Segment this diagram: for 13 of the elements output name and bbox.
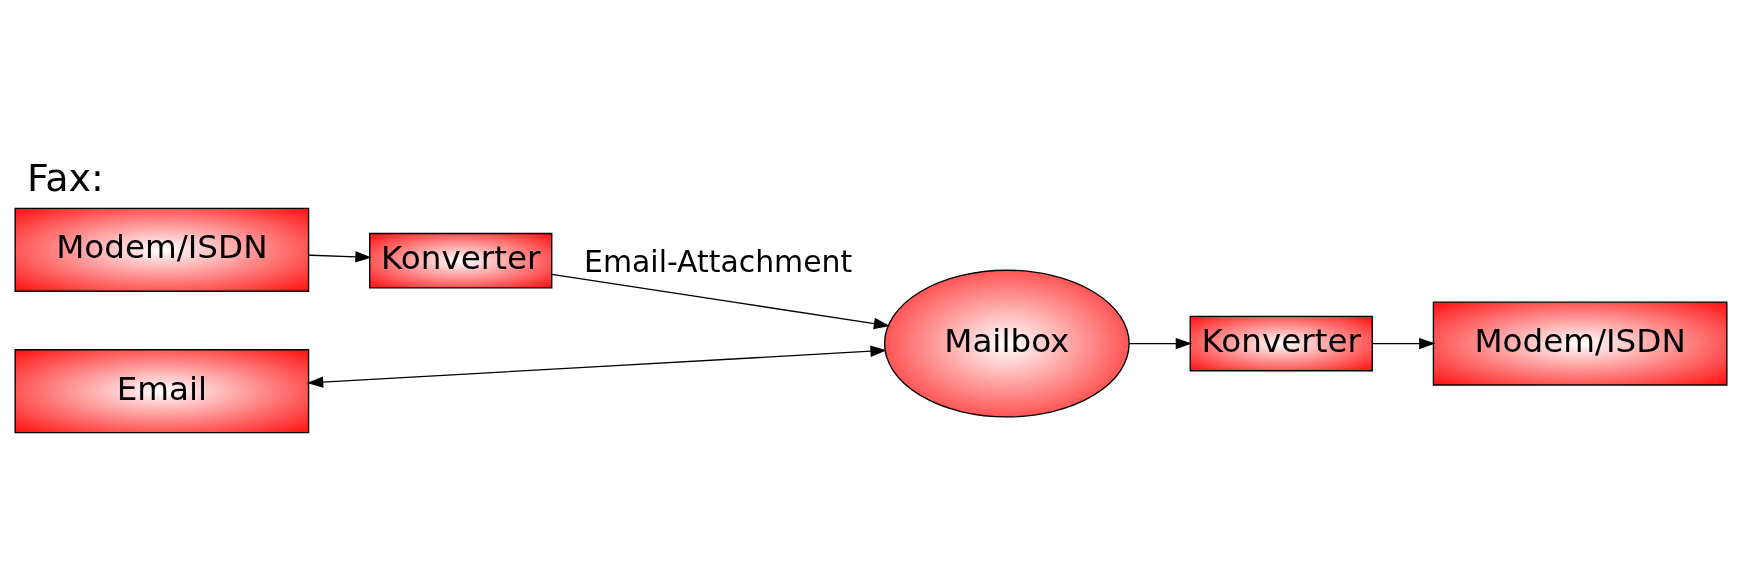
- node-box: Modem/ISDN: [1432, 300, 1728, 386]
- arrow: [306, 345, 887, 388]
- arrow: [308, 250, 372, 263]
- node-box: Konverter: [1189, 315, 1373, 371]
- node-ellipse: Mailbox: [883, 269, 1130, 418]
- diagram-title: Fax:: [26, 155, 104, 200]
- node-box: Konverter: [369, 232, 553, 289]
- arrow: [1372, 337, 1436, 349]
- node-box: Modem/ISDN: [14, 207, 310, 292]
- node-box: Email: [14, 348, 310, 433]
- arrow: [1128, 337, 1192, 349]
- arrow: [551, 273, 891, 329]
- edge-label: Email-Attachment: [584, 243, 853, 279]
